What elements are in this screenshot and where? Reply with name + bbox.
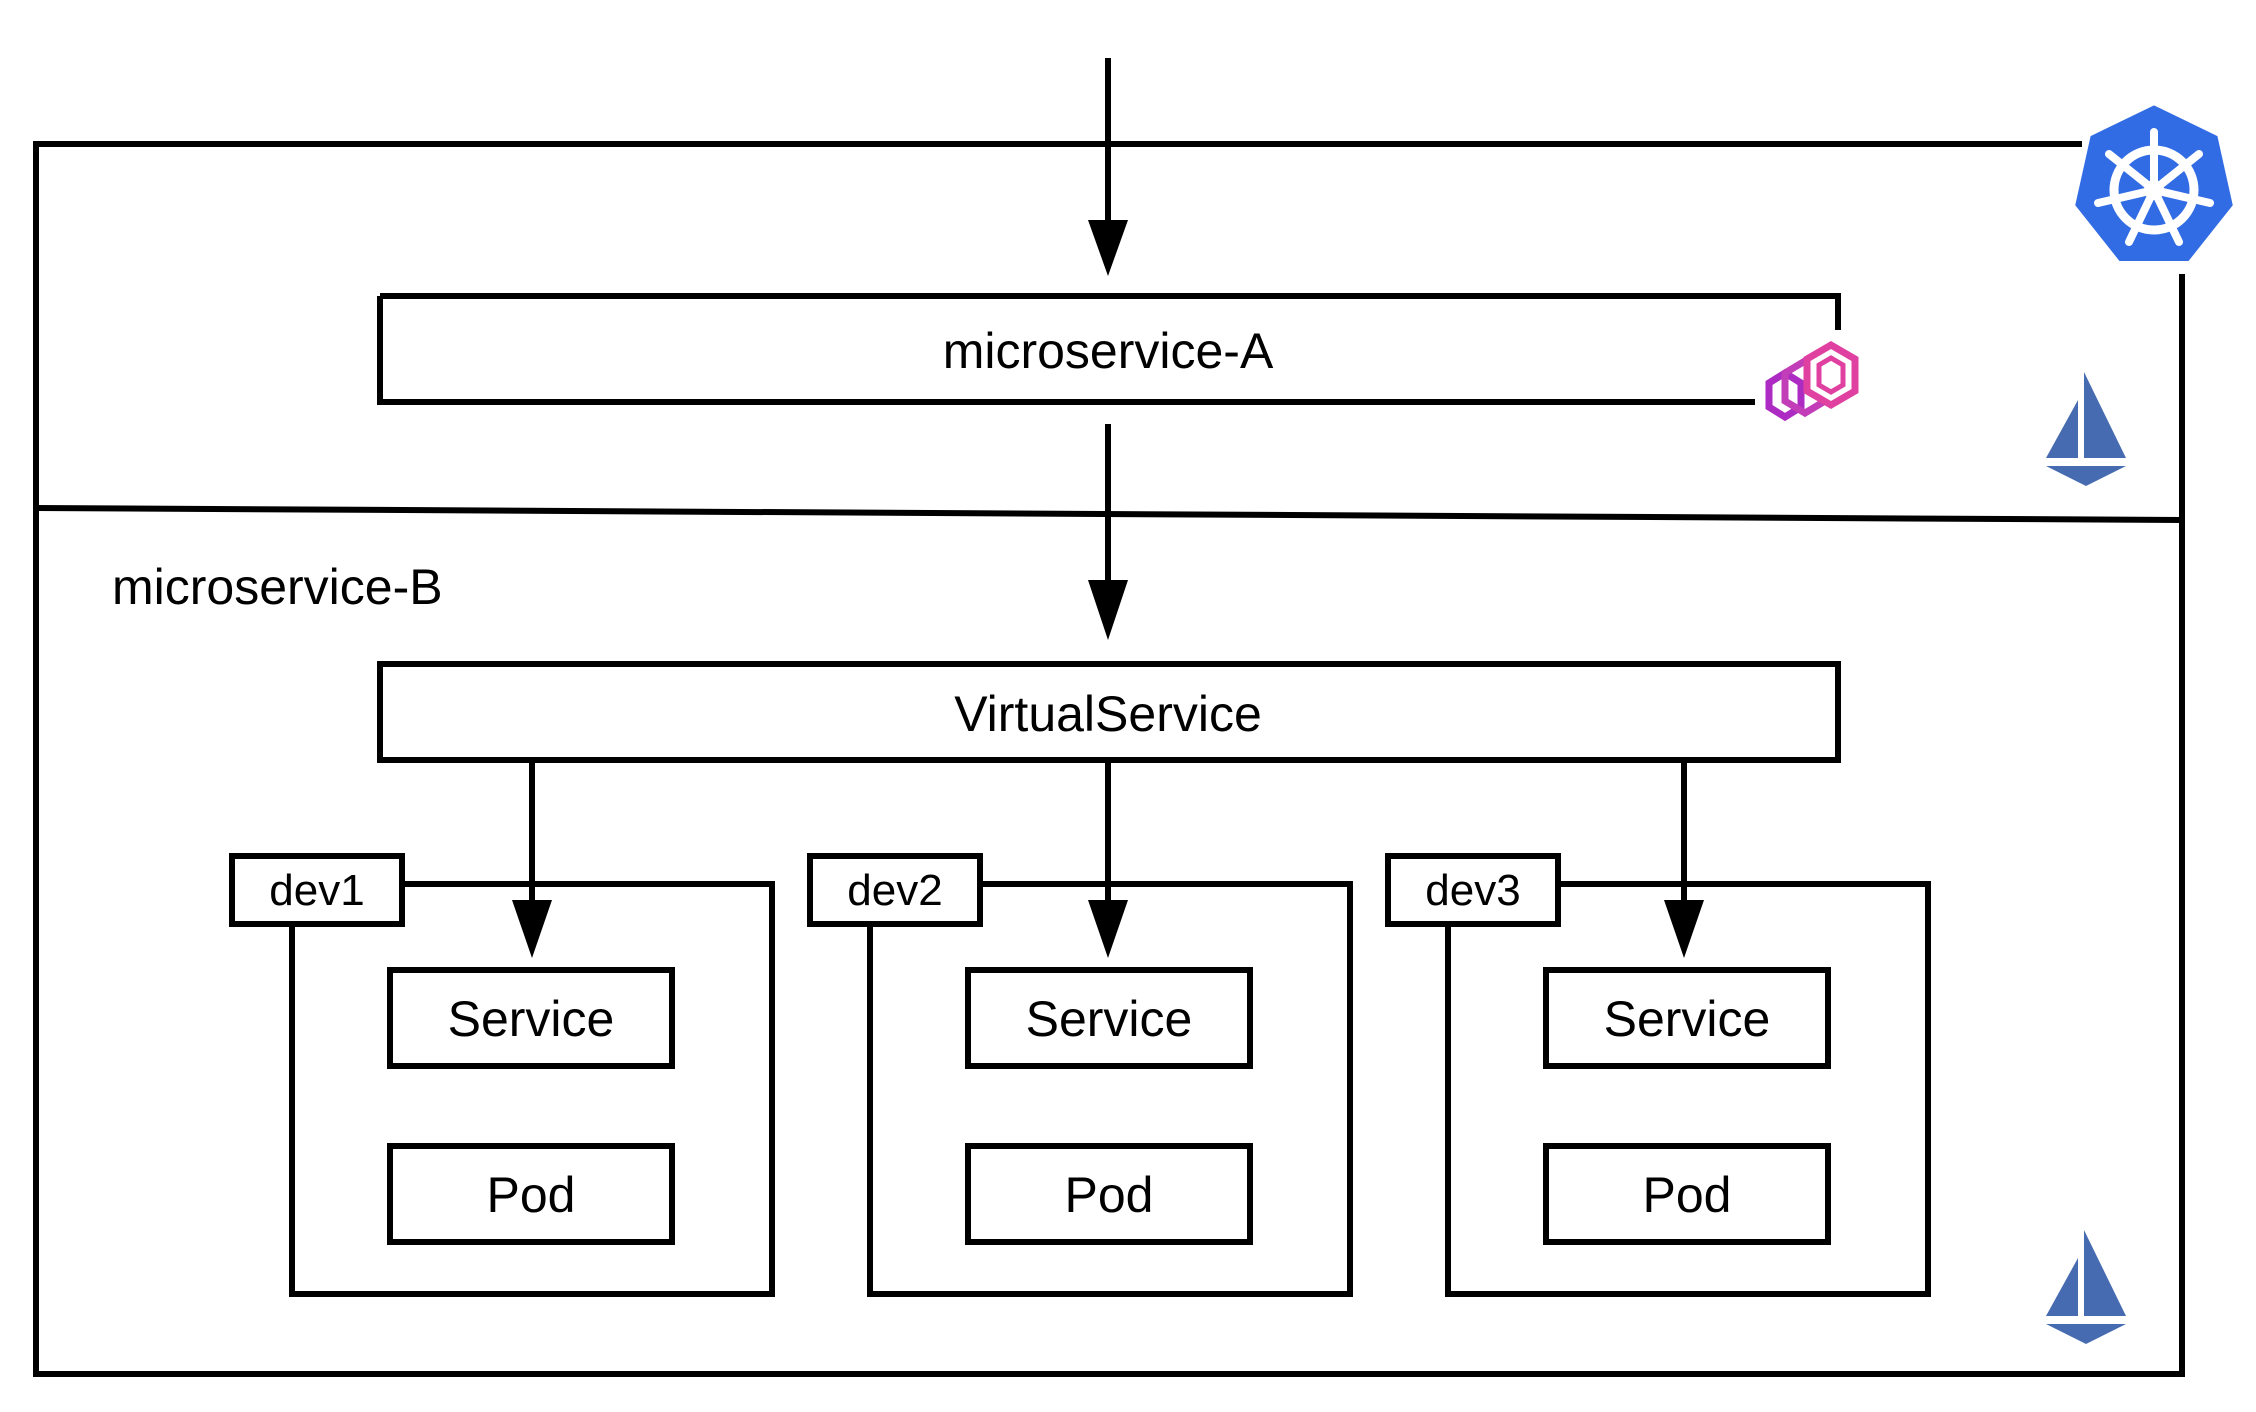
- envoy-icon: [1765, 340, 1859, 422]
- istio-icon: [2046, 1230, 2126, 1344]
- a-to-virtualservice-arrow: [1088, 424, 1128, 640]
- routing-arrow-dev1: [512, 760, 552, 958]
- namespace-dev3: dev3 Service Pod: [1385, 853, 1931, 1297]
- dev1-service-label: Service: [448, 991, 615, 1047]
- dev2-service-label: Service: [1026, 991, 1193, 1047]
- namespace-dev3-label: dev3: [1425, 866, 1520, 915]
- microservice-a-label: microservice-A: [943, 323, 1274, 379]
- microservice-b-label: microservice-B: [112, 559, 443, 615]
- microservice-a-box: microservice-A: [377, 293, 1841, 405]
- namespace-dev1-label: dev1: [269, 866, 364, 915]
- istio-icon: [2046, 372, 2126, 486]
- ingress-arrow: [1088, 58, 1128, 276]
- namespace-dev1: dev1 Service Pod: [229, 853, 775, 1297]
- virtualservice-box: VirtualService: [377, 661, 1841, 763]
- dev3-service-label: Service: [1604, 991, 1771, 1047]
- cluster-frame-left-top-bottom: [33, 141, 2185, 1377]
- dev1-pod-label: Pod: [487, 1167, 576, 1223]
- kubernetes-icon: [2068, 98, 2240, 267]
- dev3-pod-label: Pod: [1643, 1167, 1732, 1223]
- namespace-dev2: dev2 Service Pod: [807, 853, 1353, 1297]
- namespace-dev2-label: dev2: [847, 866, 942, 915]
- virtualservice-label: VirtualService: [954, 686, 1262, 742]
- routing-arrow-dev2: [1088, 760, 1128, 958]
- routing-arrow-dev3: [1664, 760, 1704, 958]
- dev2-pod-label: Pod: [1065, 1167, 1154, 1223]
